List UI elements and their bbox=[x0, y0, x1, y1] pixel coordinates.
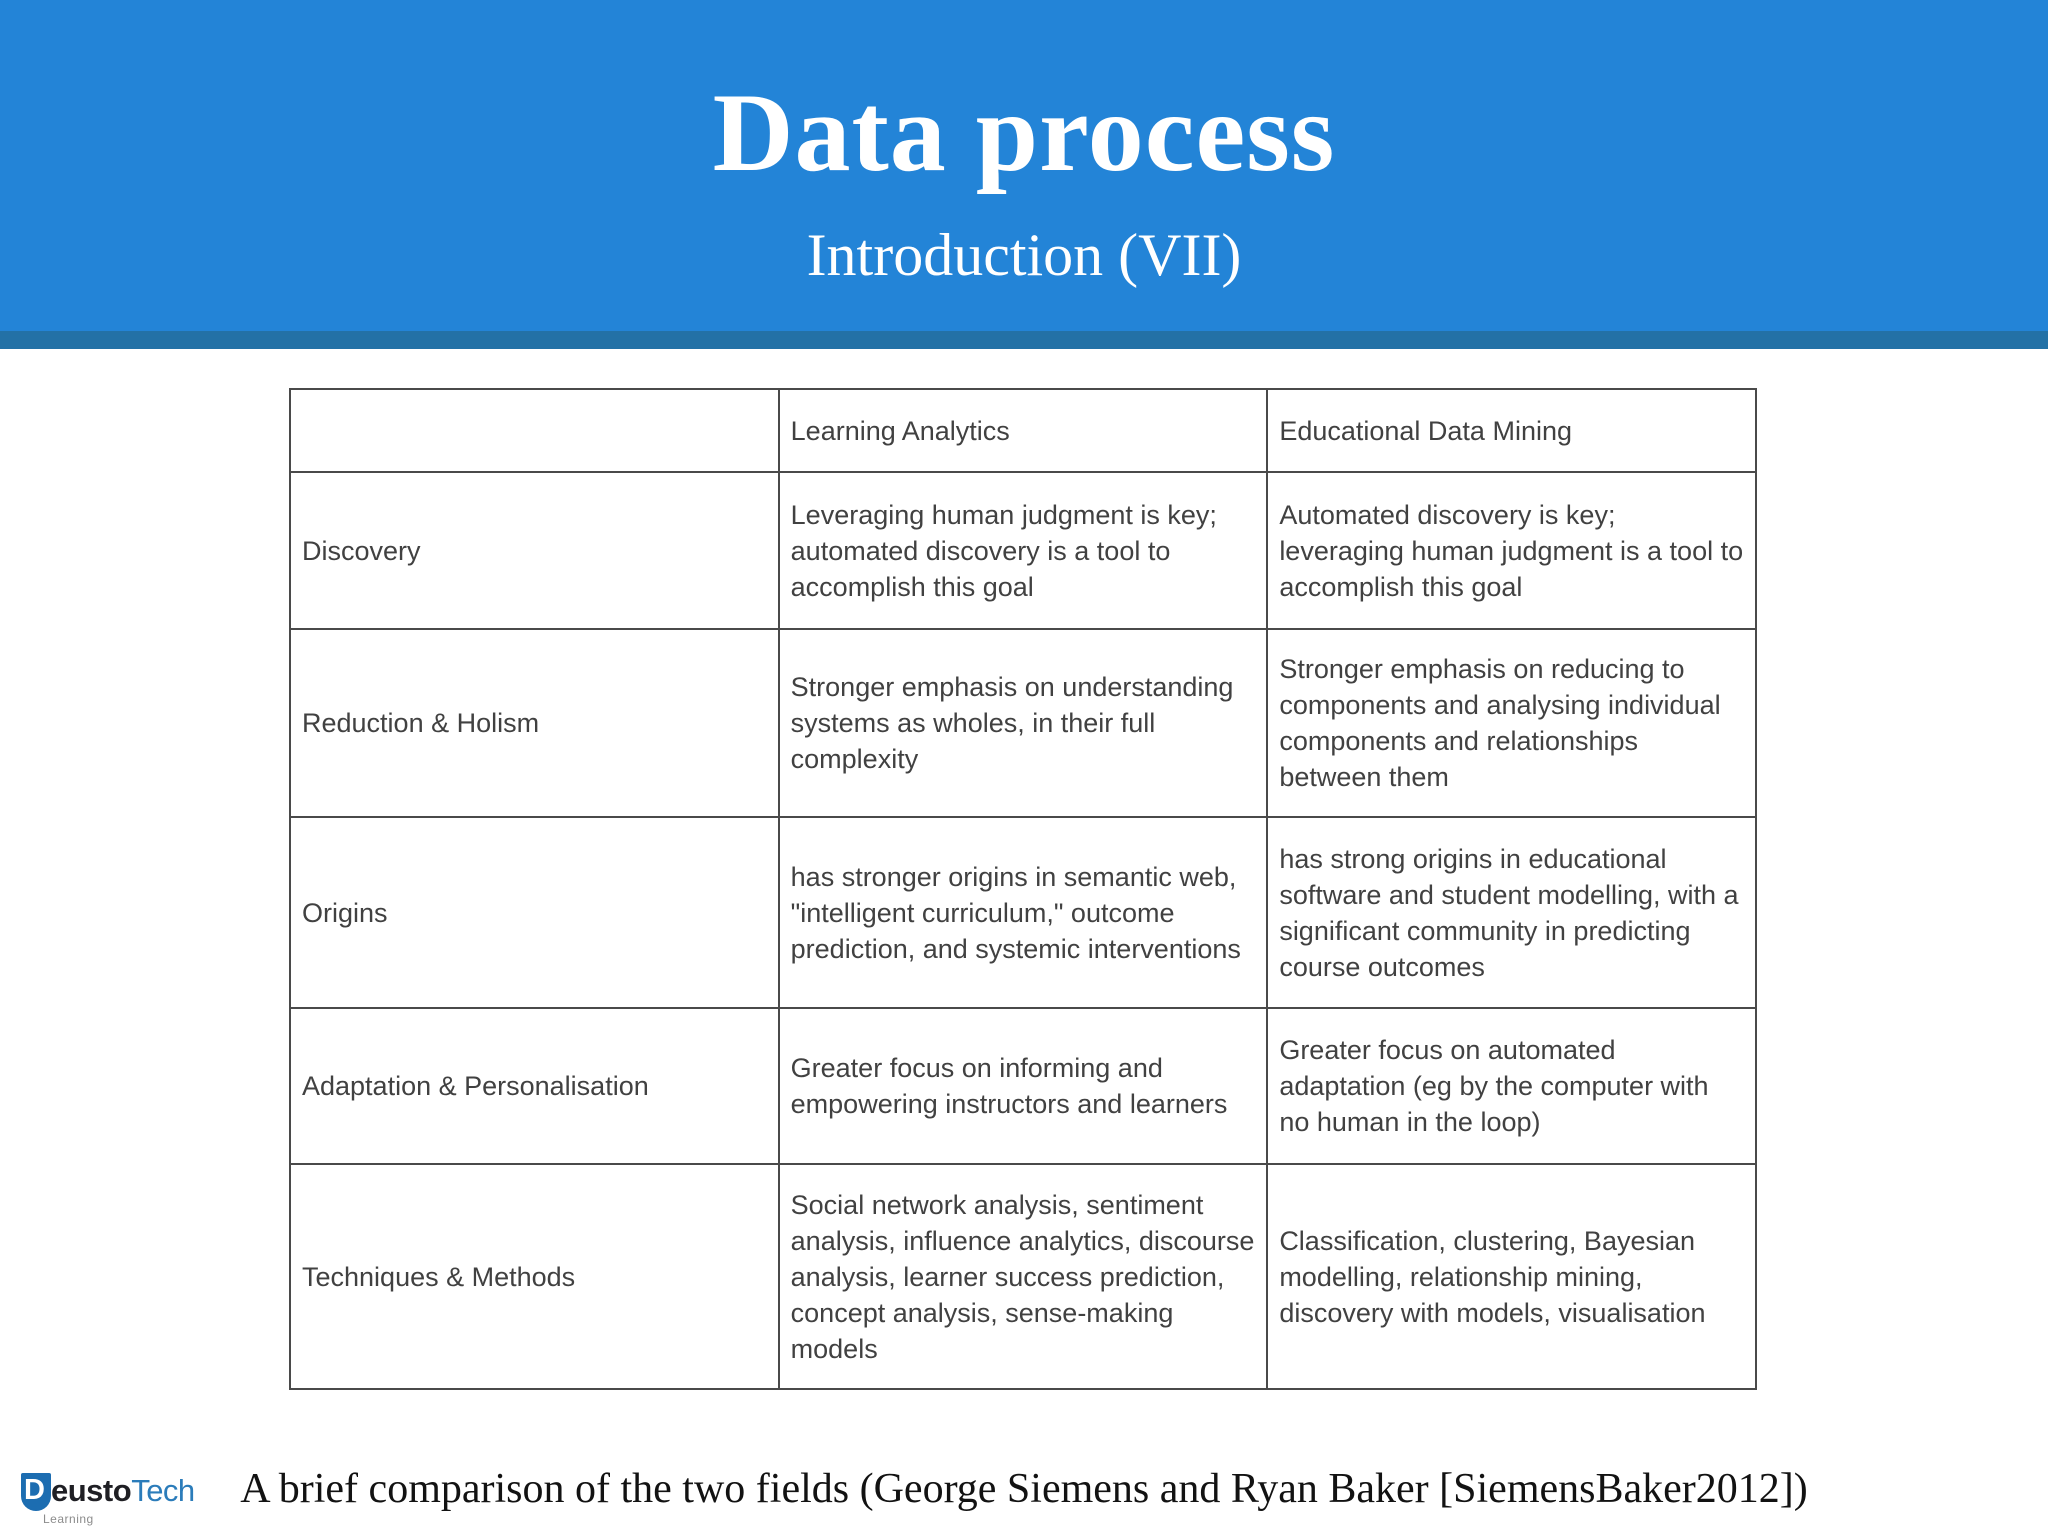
slide-title: Data process bbox=[712, 71, 1336, 195]
cell-adaptation-edm: Greater focus on automated adaptation (e… bbox=[1266, 1007, 1757, 1165]
table-row: Reduction & Holism Stronger emphasis on … bbox=[289, 628, 1757, 818]
table-row: Adaptation & Personalisation Greater foc… bbox=[289, 1007, 1757, 1165]
header-banner bbox=[0, 0, 2048, 331]
cell-origins-edm: has strong origins in educational softwa… bbox=[1266, 816, 1757, 1009]
table-row: Discovery Leveraging human judgment is k… bbox=[289, 471, 1757, 630]
row-label-origins: Origins bbox=[289, 816, 780, 1009]
header-cell-educational-data-mining: Educational Data Mining bbox=[1266, 388, 1757, 473]
logo-shield-letter: D bbox=[24, 1474, 45, 1506]
logo-wordmark-light: Tech bbox=[131, 1473, 195, 1508]
header-banner-bottom-strip bbox=[0, 331, 2048, 349]
comparison-table: Learning Analytics Educational Data Mini… bbox=[289, 388, 1757, 1390]
header-cell-empty bbox=[289, 388, 780, 473]
cell-adaptation-la: Greater focus on informing and empowerin… bbox=[777, 1007, 1269, 1165]
cell-discovery-la: Leveraging human judgment is key; automa… bbox=[777, 471, 1269, 630]
cell-techniques-la: Social network analysis, sentiment analy… bbox=[777, 1163, 1269, 1390]
row-label-adaptation-personalisation: Adaptation & Personalisation bbox=[289, 1007, 780, 1165]
logo-wordmark-bold: eusto bbox=[51, 1473, 132, 1508]
slide-subtitle: Introduction (VII) bbox=[806, 222, 1242, 288]
header-cell-learning-analytics: Learning Analytics bbox=[777, 388, 1269, 473]
row-label-techniques-methods: Techniques & Methods bbox=[289, 1163, 780, 1390]
cell-reduction-edm: Stronger emphasis on reducing to compone… bbox=[1266, 628, 1757, 818]
cell-reduction-la: Stronger emphasis on understanding syste… bbox=[777, 628, 1269, 818]
logo-wordmark: eustoTech bbox=[51, 1471, 195, 1511]
cell-discovery-edm: Automated discovery is key; leveraging h… bbox=[1266, 471, 1757, 630]
logo-shield-icon: D bbox=[21, 1473, 51, 1511]
cell-origins-la: has stronger origins in semantic web, "i… bbox=[777, 816, 1269, 1009]
table-row: Origins has stronger origins in semantic… bbox=[289, 816, 1757, 1009]
row-label-discovery: Discovery bbox=[289, 471, 780, 630]
deustotech-logo: D eustoTech Learning bbox=[21, 1471, 221, 1531]
slide-caption: A brief comparison of the two fields (Ge… bbox=[240, 1466, 1808, 1512]
table-row: Techniques & Methods Social network anal… bbox=[289, 1163, 1757, 1390]
cell-techniques-edm: Classification, clustering, Bayesian mod… bbox=[1266, 1163, 1757, 1390]
logo-subtext: Learning bbox=[43, 1512, 94, 1526]
table-header-row: Learning Analytics Educational Data Mini… bbox=[289, 388, 1757, 473]
row-label-reduction-holism: Reduction & Holism bbox=[289, 628, 780, 818]
